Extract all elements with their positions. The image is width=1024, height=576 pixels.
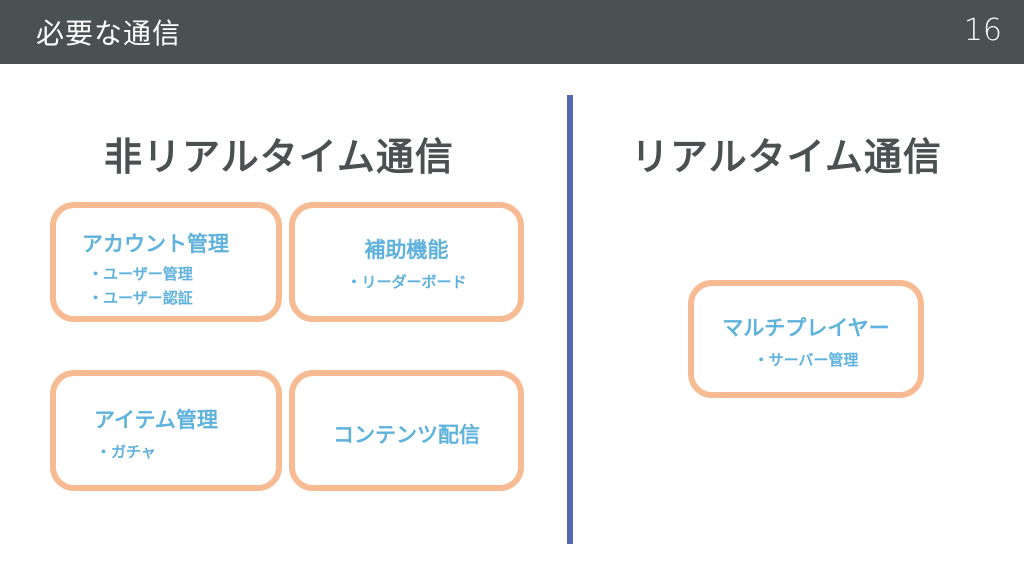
- card-item: ・リーダーボード: [346, 273, 467, 291]
- card-item-management: アイテム管理 ・ガチャ: [50, 370, 282, 491]
- card-item: ・ガチャ: [96, 443, 156, 461]
- card-auxiliary-functions: 補助機能 ・リーダーボード: [289, 202, 524, 322]
- card-item-list: ・サーバー管理: [694, 348, 918, 372]
- section-divider: [567, 95, 573, 544]
- card-item-list: ・リーダーボード: [295, 270, 518, 294]
- card-account-management: アカウント管理 ・ユーザー管理 ・ユーザー認証: [50, 202, 282, 322]
- card-item-list: ・ユーザー管理 ・ユーザー認証: [56, 262, 276, 310]
- card-title: アカウント管理: [82, 232, 229, 256]
- card-multiplayer: マルチプレイヤー ・サーバー管理: [688, 280, 924, 398]
- realtime-heading: リアルタイム通信: [631, 135, 942, 179]
- slide-header: 必要な通信 16: [0, 0, 1024, 64]
- card-title: アイテム管理: [94, 408, 218, 432]
- card-title: コンテンツ配信: [333, 423, 480, 447]
- card-item-list: ・ガチャ: [56, 440, 276, 464]
- card-item: ・サーバー管理: [753, 351, 859, 369]
- slide-title: 必要な通信: [36, 17, 182, 50]
- card-title: 補助機能: [364, 238, 449, 262]
- card-title: マルチプレイヤー: [722, 316, 890, 340]
- card-item: ・ユーザー管理: [88, 265, 193, 283]
- card-item: ・ユーザー認証: [88, 289, 193, 307]
- non-realtime-heading: 非リアルタイム通信: [104, 135, 454, 179]
- page-number: 16: [963, 13, 1002, 48]
- card-content-delivery: コンテンツ配信: [289, 370, 524, 491]
